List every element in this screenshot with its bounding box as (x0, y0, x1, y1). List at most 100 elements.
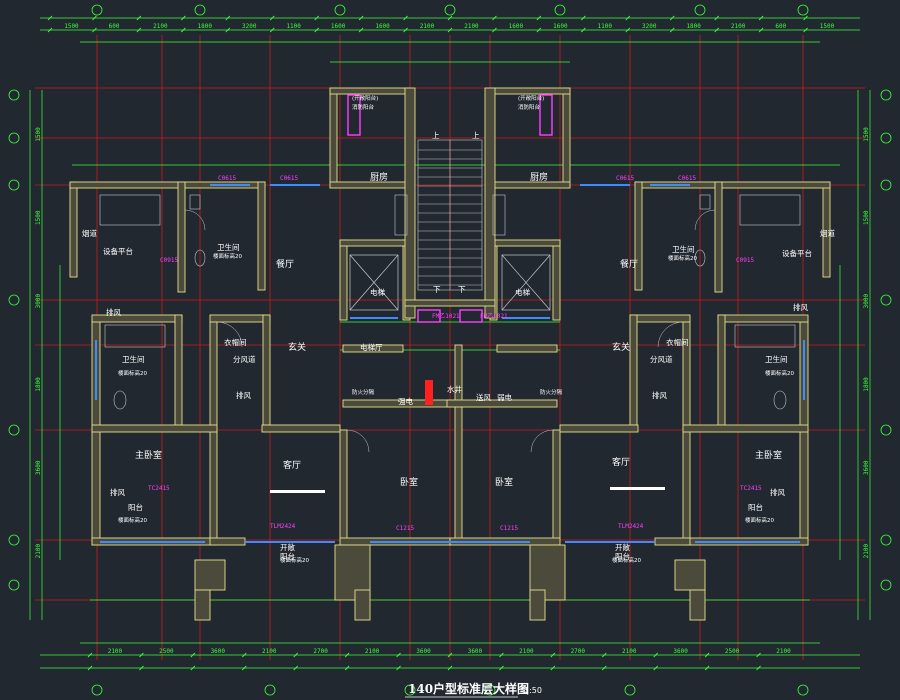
right-dim-2: 3000 (863, 293, 870, 308)
room-label-restaurant-r: 餐厅 (620, 258, 638, 270)
room-label-kitchen-r: 厨房 (530, 171, 548, 183)
top-dim-3: 1800 (198, 23, 213, 30)
lifts (349, 254, 551, 311)
drawing-title: 140户型标准层大样图 1:50 (405, 681, 542, 698)
top-dim-6: 1600 (331, 23, 346, 30)
bottom-dim-0: 2100 (108, 648, 123, 655)
level-note-n4: 楼面标高20 (668, 254, 697, 262)
room-label-shaft2: 排风 (236, 390, 251, 400)
top-dim-9: 2100 (464, 23, 479, 30)
room-label-shaft3: 排风 (110, 487, 125, 497)
stair-treads (418, 149, 482, 286)
window-tag-w9: TLM2424 (270, 523, 296, 530)
room-label-balcony-l: 阳台 (128, 502, 143, 512)
room-label-shaft1: 排风 (106, 307, 121, 317)
bottom-dim-10: 2100 (622, 648, 637, 655)
left-dim-3: 1800 (35, 377, 42, 392)
room-label-openbal-l: 开敞阳台 (280, 542, 295, 561)
window-tag-w2: TC2415 (740, 485, 762, 492)
room-label-bed-r: 卧室 (495, 476, 513, 488)
right-dim-0: 1500 (863, 127, 870, 142)
room-label-restaurant-l: 餐厅 (276, 258, 294, 270)
bottom-dim-13: 2100 (776, 648, 791, 655)
room-label-shaft4: 排风 (652, 390, 667, 400)
bottom-dim-1: 2500 (159, 648, 174, 655)
level-note-n2: 楼面标高20 (765, 369, 794, 377)
room-label-equip-l: 设备平台 (103, 246, 133, 256)
stair (417, 139, 483, 291)
top-dim-14: 1800 (686, 23, 701, 30)
bottom-dim-2: 3600 (211, 648, 226, 655)
room-label-cloak-l: 分风道 (233, 354, 256, 364)
left-dim-2: 3000 (35, 293, 42, 308)
room-label-balcony-r: 阳台 (748, 502, 763, 512)
room-label-shaft5: 排风 (793, 302, 808, 312)
room-label-equip-r: 设备平台 (782, 248, 812, 258)
room-label-bath2-r: 卫生间 (765, 354, 788, 364)
room-label-fireproof-r: 防火分隔 (540, 388, 563, 396)
level-note-n1: 楼面标高20 (118, 369, 147, 377)
window-tag-w11: C1215 (396, 525, 414, 532)
top-dim-4: 3200 (242, 23, 257, 30)
dimension-ticks (47, 15, 808, 671)
window-tag-w14: C0915 (736, 257, 754, 264)
room-label-bath2-l: 卫生间 (122, 354, 145, 364)
top-dim-15: 2100 (731, 23, 746, 30)
right-dim-5: 2100 (863, 543, 870, 558)
right-dim-3: 1800 (863, 377, 870, 392)
level-note-n8: 楼面标高20 (612, 556, 641, 564)
top-dim-7: 1600 (375, 23, 390, 30)
level-note-n3: 楼面标高20 (213, 252, 242, 260)
furniture (270, 487, 665, 493)
room-label-elec: 强电 (398, 396, 413, 406)
dimension-text: 1500 600 2100 1800 3200 1100 1600 1600 2100 2100 1… (35, 23, 870, 655)
room-label-lift-r: 电梯 (515, 287, 530, 297)
window-tag-w5: C0615 (616, 175, 634, 182)
room-label-up1: 上 (432, 131, 440, 140)
room-label-lift-l: 电梯 (370, 287, 385, 297)
window-tag-w7: FM乙1021 (432, 313, 460, 320)
left-dim-5: 2100 (35, 543, 42, 558)
window-tag-w6: C0615 (678, 175, 696, 182)
room-label-living-l: 客厅 (283, 459, 301, 471)
left-dim-0: 1500 (35, 127, 42, 142)
room-label-fireproof-l: 防火分隔 (352, 388, 375, 396)
bottom-dim-5: 2100 (365, 648, 380, 655)
level-note-n7: 楼面标高20 (280, 556, 309, 564)
bottom-dim-12: 2500 (725, 648, 740, 655)
room-label-fbal-l: (开敞阳台)消防阳台 (352, 94, 378, 111)
top-dim-2: 2100 (153, 23, 168, 30)
room-label-shaft6: 排风 (770, 487, 785, 497)
top-dim-17: 1500 (820, 23, 835, 30)
window-tag-w4: C0615 (280, 175, 298, 182)
bottom-dim-9: 2700 (571, 648, 586, 655)
room-label-pantry-l: 衣帽间 (224, 337, 247, 347)
top-dim-0: 1500 (64, 23, 79, 30)
window-tag-w10: TLM2424 (618, 523, 644, 530)
level-note-n5: 楼面标高20 (118, 516, 147, 524)
room-label-down2: 下 (458, 285, 466, 294)
window-tag-w13: C0915 (160, 257, 178, 264)
top-dim-8: 2100 (420, 23, 435, 30)
top-dim-12: 1100 (598, 23, 613, 30)
room-label-cloak-r: 分风道 (650, 354, 673, 364)
room-label-hall-r: 玄关 (612, 341, 630, 353)
room-label-master-l: 主卧室 (135, 449, 162, 461)
fixtures (99, 194, 801, 410)
right-dim-1: 1500 (863, 210, 870, 225)
scale-text: 1:50 (524, 686, 542, 695)
top-dim-1: 600 (109, 23, 120, 30)
room-label-bath-l: 卫生间 (217, 242, 240, 252)
bottom-dim-11: 3600 (673, 648, 688, 655)
room-label-up2: 上 (472, 131, 480, 140)
room-label-duct-r: 烟道 (820, 228, 835, 238)
room-labels: 厨房厨房衣帽间衣帽间餐厅餐厅玄关玄关电梯厅电梯电梯主卧室主卧室客厅客厅卧室卧室卫… (82, 94, 835, 564)
room-label-openbal-r: 开敞阳台 (615, 542, 630, 561)
left-dim-4: 3600 (35, 460, 42, 475)
room-label-fire: 送风 (476, 392, 491, 402)
top-dim-11: 1600 (553, 23, 568, 30)
room-label-master-r: 主卧室 (755, 449, 782, 461)
room-label-weak: 弱电 (497, 392, 512, 402)
